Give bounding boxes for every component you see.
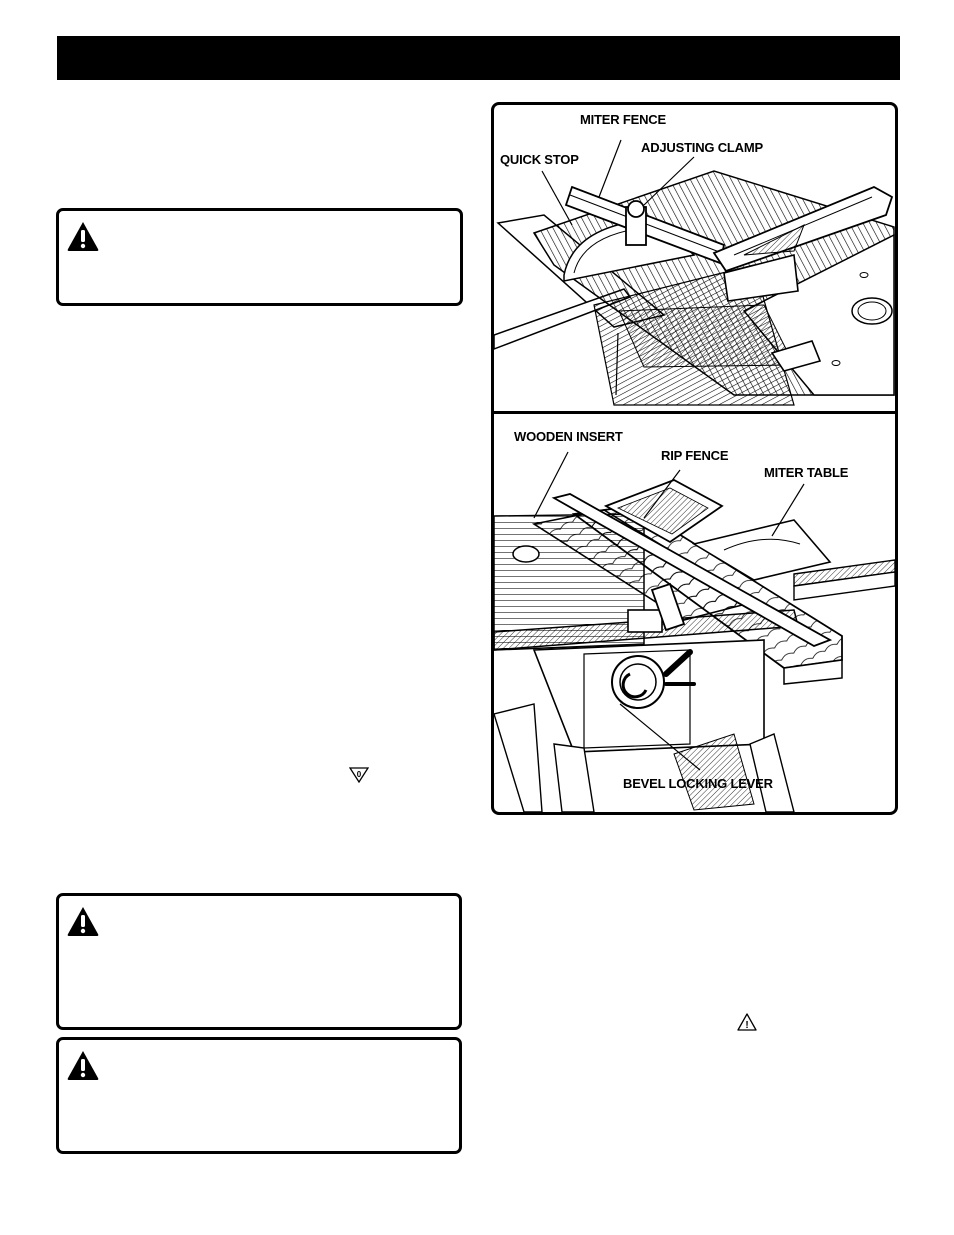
zero-degree-symbol-icon: 0 <box>349 767 369 783</box>
label-miter-fence: MITER FENCE <box>580 112 666 127</box>
warning-triangle-icon <box>67 907 99 936</box>
label-miter-table: MITER TABLE <box>764 465 849 480</box>
label-adjusting-clamp: ADJUSTING CLAMP <box>641 140 763 155</box>
label-quick-stop: QUICK STOP <box>500 152 579 167</box>
miter-fence-illustration <box>494 139 895 406</box>
label-rip-fence: RIP FENCE <box>661 448 729 463</box>
safety-alert-symbol-icon: ! <box>737 1013 757 1031</box>
label-wooden-insert: WOODEN INSERT <box>514 429 623 444</box>
warning-box-3 <box>56 1037 462 1154</box>
warning-triangle-icon <box>67 1051 99 1080</box>
label-bevel-locking-lever: BEVEL LOCKING LEVER <box>623 776 773 791</box>
warning-box-1 <box>56 208 463 306</box>
figure-divider <box>494 411 895 414</box>
table-saw-illustration <box>494 451 895 812</box>
warning-box-2 <box>56 893 462 1030</box>
svg-text:0: 0 <box>357 770 362 779</box>
warning-triangle-icon <box>67 222 99 251</box>
svg-text:!: ! <box>745 1020 748 1031</box>
page-header-bar <box>57 36 900 80</box>
table-saw-figure: MITER FENCE ADJUSTING CLAMP QUICK STOP W… <box>491 102 898 815</box>
